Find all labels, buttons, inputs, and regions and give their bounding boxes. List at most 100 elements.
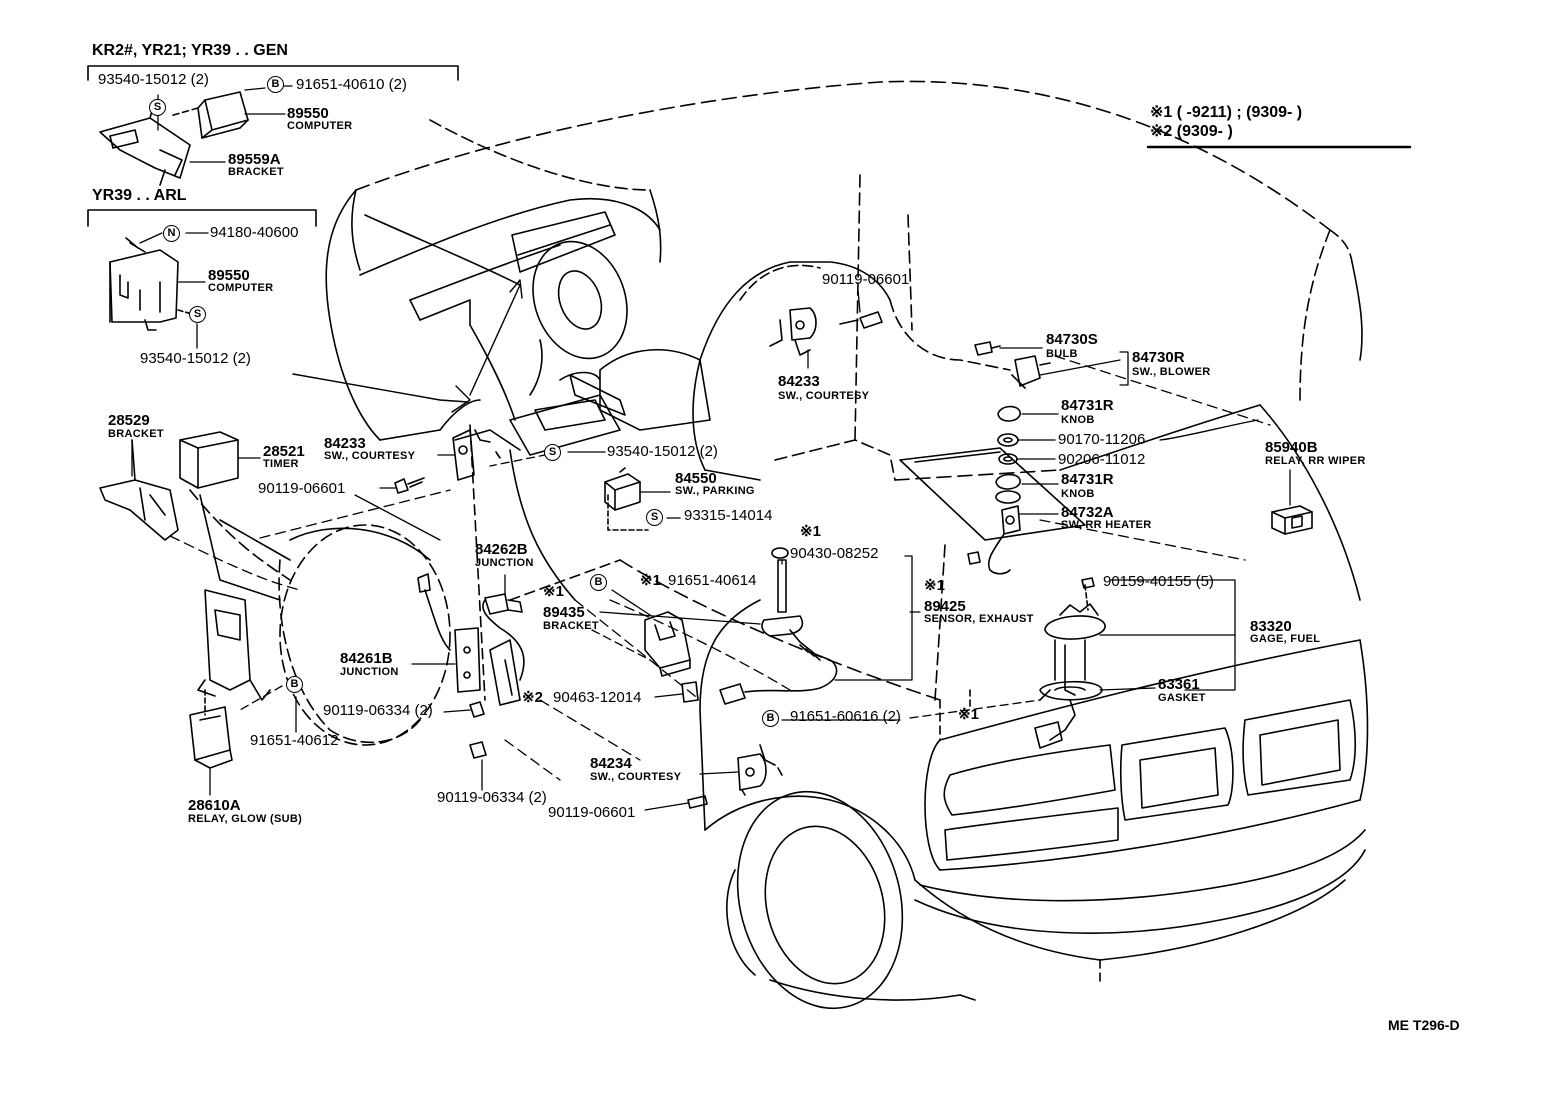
- screw-90119-a-drawing: [394, 477, 425, 494]
- relay-rr-wiper-85940B-drawing: [1271, 505, 1313, 535]
- switch-rr-heater-84732A-drawing: [967, 505, 1021, 575]
- part-90159-40155: 90159-40155 (5): [1103, 573, 1214, 590]
- sensor-exhaust-89425-drawing: [744, 547, 838, 693]
- part-name-junction-a: JUNCTION: [475, 557, 534, 569]
- part-name-sw-courtesy-c: SW., COURTESY: [590, 771, 682, 783]
- part-28521: 28521: [263, 443, 305, 460]
- part-90119-06334-a: 90119-06334 (2): [323, 702, 433, 719]
- symbol-s-marker: S: [189, 306, 206, 323]
- group-header-arl: YR39 . . ARL: [92, 187, 187, 204]
- part-28610A: 28610A: [188, 797, 241, 814]
- part-90430-08252: 90430-08252: [790, 545, 879, 562]
- nut-90170-drawing: [997, 433, 1019, 447]
- note-marker-1: ※1: [958, 706, 979, 723]
- part-name-sensor-exhaust: SENSOR, EXHAUST: [924, 613, 1034, 625]
- computer-89550-arl-drawing: [109, 237, 193, 331]
- part-83320: 83320: [1250, 618, 1292, 635]
- part-91651-40610: 91651-40610 (2): [296, 76, 407, 93]
- part-93540-15012-b: 93540-15012 (2): [140, 350, 251, 367]
- part-name-sw-rr-heater: SW, RR HEATER: [1061, 519, 1152, 531]
- bracket-89435-drawing: [644, 611, 691, 677]
- part-84730S: 84730S: [1046, 331, 1098, 348]
- part-84233-b: 84233: [778, 373, 820, 390]
- note-marker-1: ※1: [800, 523, 821, 540]
- part-93540-15012-a: 93540-15012 (2): [98, 71, 209, 88]
- symbol-b-marker: B: [267, 76, 284, 93]
- part-84550: 84550: [675, 470, 717, 487]
- part-91651-40614: 91651-40614: [668, 572, 757, 589]
- switch-parking-84550-drawing: [604, 467, 649, 531]
- switch-84233-b-drawing: [769, 307, 883, 356]
- screw-90119-c-drawing: [469, 701, 487, 759]
- switch-84233-a-drawing: [452, 429, 501, 481]
- symbol-s-marker: S: [544, 444, 561, 461]
- part-93540-15012-c: 93540-15012 (2): [607, 443, 718, 460]
- switch-84234-drawing: [687, 744, 783, 809]
- leader-lines: [131, 85, 1291, 811]
- part-91651-60616: 91651-60616 (2): [790, 708, 901, 725]
- part-85940B: 85940B: [1265, 439, 1318, 456]
- part-name-relay-rr-wiper: RELAY, RR WIPER: [1265, 455, 1366, 467]
- junction-84262B-drawing: [482, 593, 525, 681]
- symbol-s-marker: S: [149, 99, 166, 116]
- part-89425: 89425: [924, 598, 966, 615]
- part-94180-40600: 94180-40600: [210, 224, 299, 241]
- part-90463-12014: 90463-12014: [553, 689, 642, 706]
- note-1: ※1 ( -9211) ; (9309- ): [1150, 104, 1303, 121]
- clamp-90463-drawing: [681, 681, 746, 705]
- diagram-code: ME T296-D: [1388, 1017, 1460, 1033]
- part-84731R-a: 84731R: [1061, 397, 1114, 414]
- switch-blower-84730R-drawing: [1011, 355, 1051, 389]
- part-name-timer: TIMER: [263, 458, 299, 470]
- note-marker-1: ※1: [543, 583, 564, 600]
- note-2: ※2 (9309- ): [1150, 123, 1233, 140]
- part-84731R-b: 84731R: [1061, 471, 1114, 488]
- part-90119-06601-c: 90119-06601: [548, 804, 636, 821]
- part-84732A: 84732A: [1061, 504, 1114, 521]
- note-marker-1: ※1: [640, 572, 661, 589]
- part-name-bracket-b: BRACKET: [108, 428, 164, 440]
- symbol-s-marker: S: [646, 509, 663, 526]
- part-name-knob-b: KNOB: [1061, 488, 1095, 500]
- part-name-bulb: BULB: [1046, 348, 1078, 360]
- part-name-sw-courtesy-a: SW., COURTESY: [324, 450, 416, 462]
- part-name-junction-b: JUNCTION: [340, 666, 399, 678]
- group-header-gen: KR2#, YR21; YR39 . . GEN: [92, 42, 288, 59]
- note-marker-2: ※2: [522, 689, 543, 706]
- part-91651-40612: 91651-40612: [250, 732, 339, 749]
- bulb-84730S-drawing: [974, 341, 1001, 356]
- part-name-bracket-a: BRACKET: [228, 166, 284, 178]
- symbol-b-marker: B: [590, 574, 607, 591]
- knob-84731R-b-drawing: [995, 473, 1021, 504]
- gage-fuel-83320-drawing: [1034, 577, 1106, 749]
- part-name-bracket-c: BRACKET: [543, 620, 599, 632]
- note-marker-1: ※1: [924, 577, 945, 594]
- relay-glow-28610A-drawing: [189, 589, 271, 769]
- part-name-relay-glow-sub: RELAY, GLOW (SUB): [188, 813, 303, 825]
- part-84261B: 84261B: [340, 650, 393, 667]
- part-name-knob-a: KNOB: [1061, 414, 1095, 426]
- part-84234: 84234: [590, 755, 632, 772]
- part-name-computer-b: COMPUTER: [208, 282, 274, 294]
- part-89435: 89435: [543, 604, 585, 621]
- group-bracket-gen: [87, 65, 459, 81]
- part-name-gage-fuel: GAGE, FUEL: [1250, 633, 1321, 645]
- part-name-gasket: GASKET: [1158, 692, 1206, 704]
- group-bracket-arl: [87, 209, 317, 227]
- part-84730R: 84730R: [1132, 349, 1185, 366]
- part-28529: 28529: [108, 412, 150, 429]
- bracket-28529-drawing: [99, 439, 179, 541]
- part-name-sw-blower: SW., BLOWER: [1132, 366, 1211, 378]
- timer-28521-drawing: [179, 431, 239, 489]
- junction-84261B-drawing: [417, 573, 521, 706]
- part-90206-11012: 90206-11012: [1058, 451, 1146, 468]
- part-90119-06334-b: 90119-06334 (2): [437, 789, 547, 806]
- washer-90206-drawing: [998, 453, 1018, 465]
- vehicle-body: [189, 80, 1369, 1010]
- part-93315-14014: 93315-14014: [684, 507, 773, 524]
- computer-89550-gen-drawing: [99, 91, 249, 186]
- symbol-b-marker: B: [762, 710, 779, 727]
- part-name-sw-courtesy-b: SW., COURTESY: [778, 390, 870, 402]
- part-90170-11206: 90170-11206: [1058, 431, 1146, 448]
